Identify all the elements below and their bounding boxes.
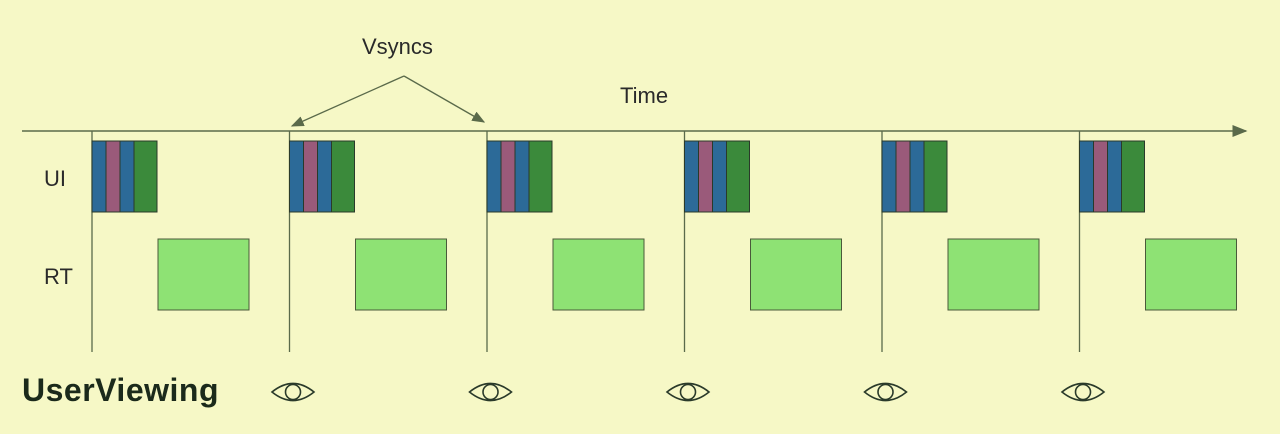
rt-work-block [355,238,447,311]
ui-work-segment-4 [331,140,355,213]
eyes-layer [270,382,1106,402]
eye-outline [468,382,513,402]
ui-work-segment-3 [1107,140,1122,213]
ui-work-segment-2 [500,140,516,213]
time-label: Time [620,83,669,108]
rt-work-block [552,238,645,311]
ui-work-segment-1 [881,140,897,213]
eye-outline [665,382,711,402]
frame-1 [91,131,250,352]
ui-work-segment-4 [1121,140,1145,213]
eye-icon [270,382,316,402]
ui-row-label: UI [44,166,66,191]
vsync-pointer-right [403,75,486,123]
rt-work-block [750,238,842,311]
eye-iris [482,383,499,401]
eye-outline [270,382,316,402]
eye-outline [1060,382,1106,402]
ui-work-segment-3 [909,140,925,213]
frame-5 [881,131,1040,352]
ui-work-segment-1 [684,140,699,213]
frames-layer [91,131,1237,352]
eye-iris [877,383,894,401]
frame-2 [288,131,447,352]
eye-outline [863,382,908,402]
ui-work-segment-3 [317,140,332,213]
rt-row-label: RT [44,264,73,289]
eye-icon [468,382,513,402]
ui-work-segment-1 [91,140,107,213]
frame-6 [1078,131,1237,352]
eye-icon [863,382,908,402]
frame-3 [486,131,645,352]
eye-iris [679,383,697,401]
ui-work-segment-3 [514,140,530,213]
frame-4 [683,131,842,352]
rt-work-block [157,238,250,311]
vsync-pointer-left [290,75,405,127]
ui-work-segment-3 [712,140,727,213]
ui-work-segment-2 [303,140,318,213]
ui-work-segment-1 [486,140,502,213]
eye-icon [665,382,711,402]
ui-work-segment-2 [895,140,911,213]
rt-work-block [947,238,1040,311]
ui-work-segment-3 [119,140,135,213]
ui-work-segment-4 [726,140,750,213]
ui-work-segment-2 [105,140,121,213]
user-viewing-label: UserViewing [22,372,219,408]
ui-work-segment-2 [1093,140,1108,213]
ui-work-segment-1 [1079,140,1094,213]
ui-work-segment-4 [923,140,948,213]
eye-iris [1074,383,1092,401]
ui-work-segment-1 [289,140,304,213]
eye-icon [1060,382,1106,402]
eye-iris [284,383,302,401]
vsyncs-label: Vsyncs [362,34,433,59]
ui-work-segment-4 [528,140,553,213]
rt-work-block [1145,238,1237,311]
ui-work-segment-2 [698,140,713,213]
ui-work-segment-4 [133,140,158,213]
